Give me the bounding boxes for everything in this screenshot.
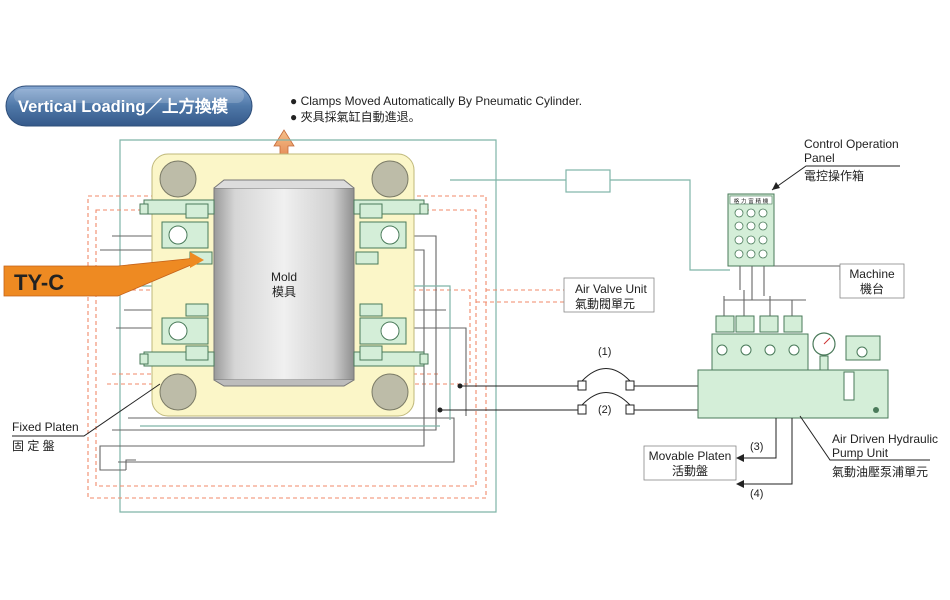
note-chinese: ● 夾具採氣缸自動進退。 <box>290 109 421 124</box>
control-panel-label-2: Panel <box>804 151 835 165</box>
clamp-bottom-right <box>353 303 429 367</box>
machine-box: Machine 機台 <box>839 263 905 299</box>
line-1-label: (1) <box>598 346 611 358</box>
pump-unit: Air Driven Hydraulic Pump Unit 氣動油壓泵浦單元 <box>697 290 938 479</box>
control-panel-badge: 格 力 富 精 機 <box>734 197 769 205</box>
pump-label-2: Pump Unit <box>832 446 889 460</box>
fixed-platen-label-en: Fixed Platen <box>12 420 79 434</box>
panel-buttons <box>734 208 768 259</box>
movable-platen: (3) (4) Movable Platen 活動盤 <box>643 418 793 500</box>
control-panel: Control Operation Panel 電控操作箱 格 力 富 精 機 <box>727 137 900 300</box>
fixed-platen-label-zh: 固 定 盤 <box>12 438 55 453</box>
title-banner: Vertical Loading／上方換模 <box>5 85 253 127</box>
air-valve-unit: Air Valve Unit 氣動閥單元 <box>476 169 655 313</box>
model-callout: TY-C <box>3 252 204 297</box>
movable-platen-label-zh: 活動盤 <box>672 464 708 478</box>
machine-label-zh: 機台 <box>860 281 884 296</box>
pump-label-1: Air Driven Hydraulic <box>832 432 938 446</box>
control-panel-label-zh: 電控操作箱 <box>804 168 864 183</box>
tie-bar-hole-top-right <box>371 160 409 198</box>
clamp-bottom-left <box>139 303 215 367</box>
tie-bar-hole-top-left <box>159 160 197 198</box>
tie-bar-hole-bottom-right <box>371 373 409 411</box>
line-2-label: (2) <box>598 404 611 416</box>
fixed-platen-callout: Fixed Platen 固 定 盤 <box>12 383 161 453</box>
tie-bar-hole-bottom-left <box>159 373 197 411</box>
machine-label-en: Machine <box>849 267 895 281</box>
line-3-label: (3) <box>750 441 763 453</box>
air-valve-label-en: Air Valve Unit <box>575 282 647 296</box>
hydraulic-lines: (1) (2) <box>437 346 698 416</box>
control-panel-label-1: Control Operation <box>804 137 899 151</box>
mold-label-en: Mold <box>271 270 297 284</box>
pump-label-zh: 氣動油壓泵浦單元 <box>832 465 928 479</box>
model-label: TY-C <box>14 270 64 295</box>
movable-platen-label-en: Movable Platen <box>649 449 732 463</box>
banner-title: Vertical Loading／上方換模 <box>18 96 228 116</box>
air-valve-label-zh: 氣動閥單元 <box>575 297 635 311</box>
clamp-top-right <box>353 199 429 265</box>
note-english: ● Clamps Moved Automatically By Pneumati… <box>290 94 582 108</box>
mold-label-zh: 模具 <box>272 285 296 299</box>
mold-block: Mold 模具 <box>213 179 355 387</box>
line-4-label: (4) <box>750 488 763 500</box>
